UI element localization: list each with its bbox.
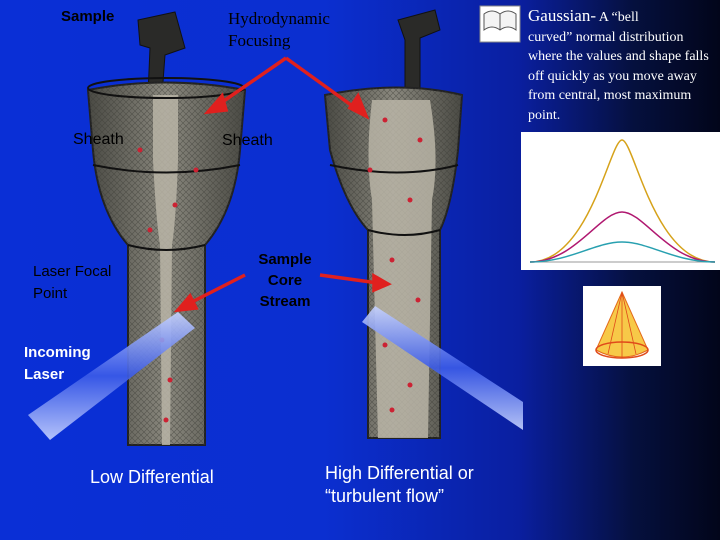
left-flow-cell (86, 11, 247, 446)
gaussian-text-lead: A “bell (595, 10, 639, 25)
book-icon (479, 5, 521, 43)
sheath-left-label: Sheath (73, 131, 124, 148)
hydrodynamic-focusing-label: Hydrodynamic Focusing (228, 9, 330, 50)
right-laser-beam (362, 306, 523, 430)
wide-gaussian-curve (529, 241, 716, 263)
narrow-gaussian-curve (529, 139, 716, 263)
low-differential-label: Low Differential (90, 467, 214, 487)
medium-gaussian-curve (529, 211, 716, 263)
left-laser-beam (28, 312, 195, 440)
incoming-laser-label: Incoming Laser (24, 344, 91, 383)
gaussian-title: Gaussian- (528, 6, 596, 25)
laser-focal-point-label: Laser Focal Point (33, 263, 112, 302)
sample-label: Sample (61, 8, 115, 25)
left-core-stream (153, 95, 178, 445)
gaussian-description: Gaussian- A “bell curved” normal distrib… (528, 6, 714, 125)
right-sample-tube-icon (397, 9, 441, 96)
gaussian-chart-background (521, 132, 720, 270)
high-differential-label: High Differential or “turbulent flow” (325, 463, 474, 506)
gaussian-text-rest: curved” normal distribution where the va… (528, 29, 709, 123)
gaussian-3d-cone-image (583, 286, 661, 366)
sample-core-stream-label: Sample Core Stream (258, 251, 312, 310)
pointer-arrows (173, 56, 392, 313)
sheath-right-label: Sheath (222, 132, 273, 149)
right-core-stream (368, 100, 436, 438)
gaussian-chart (521, 132, 720, 270)
